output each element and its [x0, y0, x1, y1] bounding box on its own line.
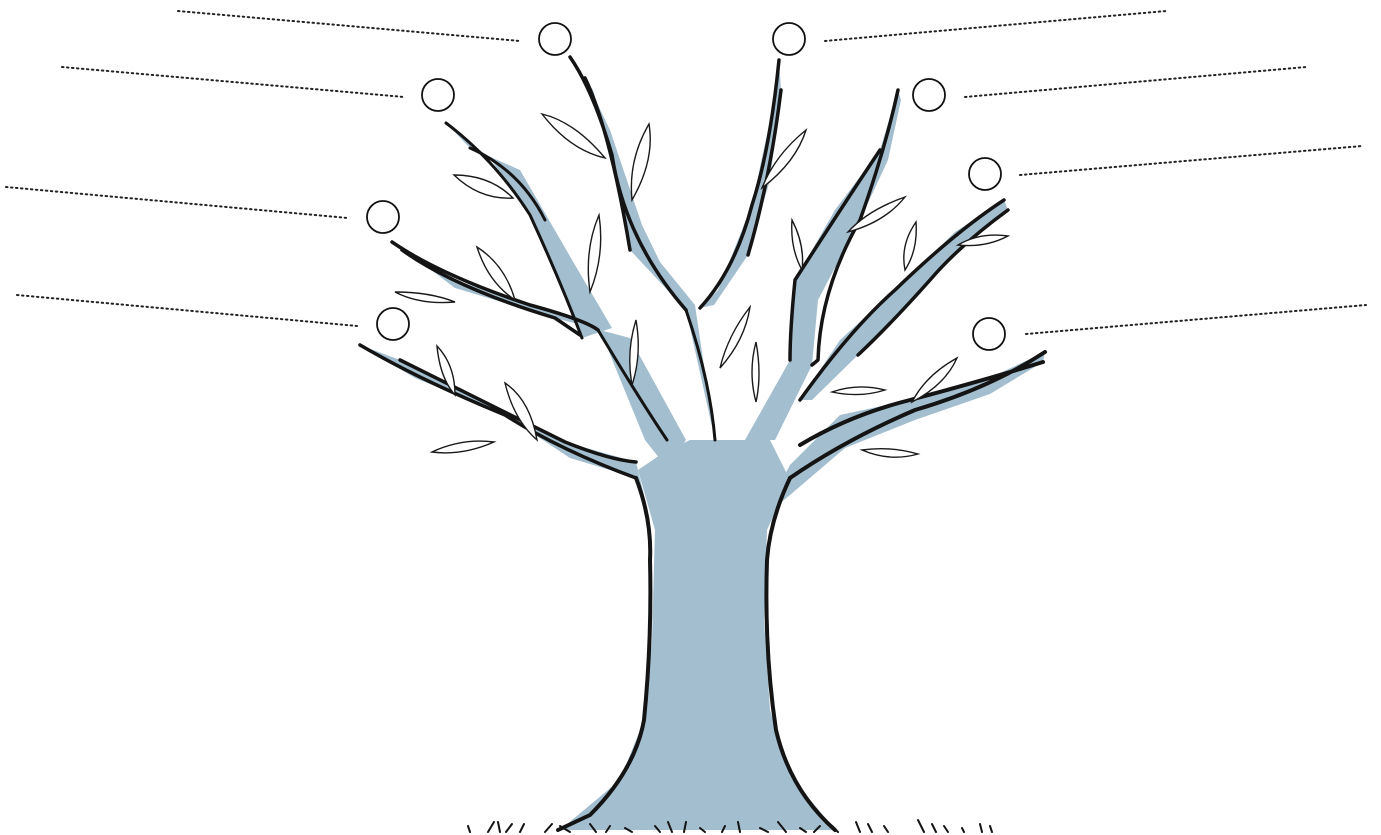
label-circle-upper-right[interactable]: [912, 78, 946, 112]
label-circle-middle-left[interactable]: [366, 200, 400, 234]
leaf-icon: [955, 234, 1011, 247]
answer-line-upper-left[interactable]: [61, 66, 405, 98]
far-right-branch: [760, 352, 1045, 520]
label-circle-middle-right[interactable]: [968, 157, 1002, 191]
answer-line-middle-right[interactable]: [1019, 145, 1363, 176]
leaf-icon: [903, 219, 917, 272]
leaf-icon: [475, 245, 517, 302]
ground-grass: [467, 819, 993, 833]
far-left-branch-edge: [358, 343, 638, 480]
tree-trunk: [560, 440, 835, 830]
leaf-icon: [394, 291, 456, 304]
far-left-branch: [360, 345, 650, 520]
mid-left-branch-edge: [390, 240, 600, 337]
top-right-branch: [700, 60, 781, 308]
leaf-icon: [751, 341, 760, 403]
leaf-icon: [791, 217, 804, 273]
mid-left-branch: [392, 242, 686, 468]
top-right-branch-edge: [698, 58, 783, 310]
upper-left-branch-edge: [444, 121, 584, 340]
answer-line-top-left[interactable]: [177, 10, 521, 42]
label-circle-top-right[interactable]: [772, 22, 806, 56]
label-circles: [366, 22, 1006, 351]
leaf-icon: [540, 112, 607, 160]
answer-line-lower-left[interactable]: [16, 294, 358, 327]
mid-right-branch-edge: [798, 198, 1010, 402]
leaf-icon: [503, 381, 539, 442]
label-circle-top-left[interactable]: [538, 22, 572, 56]
leaf-icon: [719, 304, 752, 369]
label-circle-upper-left[interactable]: [421, 78, 455, 112]
label-circle-lower-left[interactable]: [376, 307, 410, 341]
leaf-icon: [587, 212, 602, 295]
trunk-left-edge: [556, 476, 653, 832]
answer-line-middle-left[interactable]: [5, 186, 349, 219]
answer-lines: [5, 10, 1367, 335]
leaf-icon: [452, 174, 515, 199]
upper-left-branch: [446, 123, 612, 338]
answer-line-lower-right[interactable]: [1025, 304, 1367, 335]
leaf-icon: [629, 319, 639, 386]
leaf-icon: [436, 344, 456, 397]
leaf-icon: [829, 386, 888, 396]
label-circle-lower-right[interactable]: [972, 317, 1006, 351]
trunk-right-edge: [764, 476, 837, 832]
far-right-branch-edge: [788, 350, 1047, 480]
leaf-icon: [630, 121, 651, 203]
leaf-icon: [910, 356, 959, 404]
left-fork-edge: [596, 308, 717, 442]
answer-line-top-right[interactable]: [824, 10, 1167, 42]
answer-line-upper-right[interactable]: [964, 66, 1307, 98]
top-left-branch-edge: [568, 55, 688, 312]
grass-tufts: [467, 819, 993, 833]
leaf-icon: [760, 128, 808, 191]
leaf-icon: [429, 440, 497, 454]
leaf-icon: [845, 195, 908, 234]
tree-illustration: [358, 55, 1047, 833]
tree-leaves: [394, 112, 1011, 458]
leaf-icon: [859, 447, 921, 458]
mid-right-branch: [800, 200, 1008, 400]
